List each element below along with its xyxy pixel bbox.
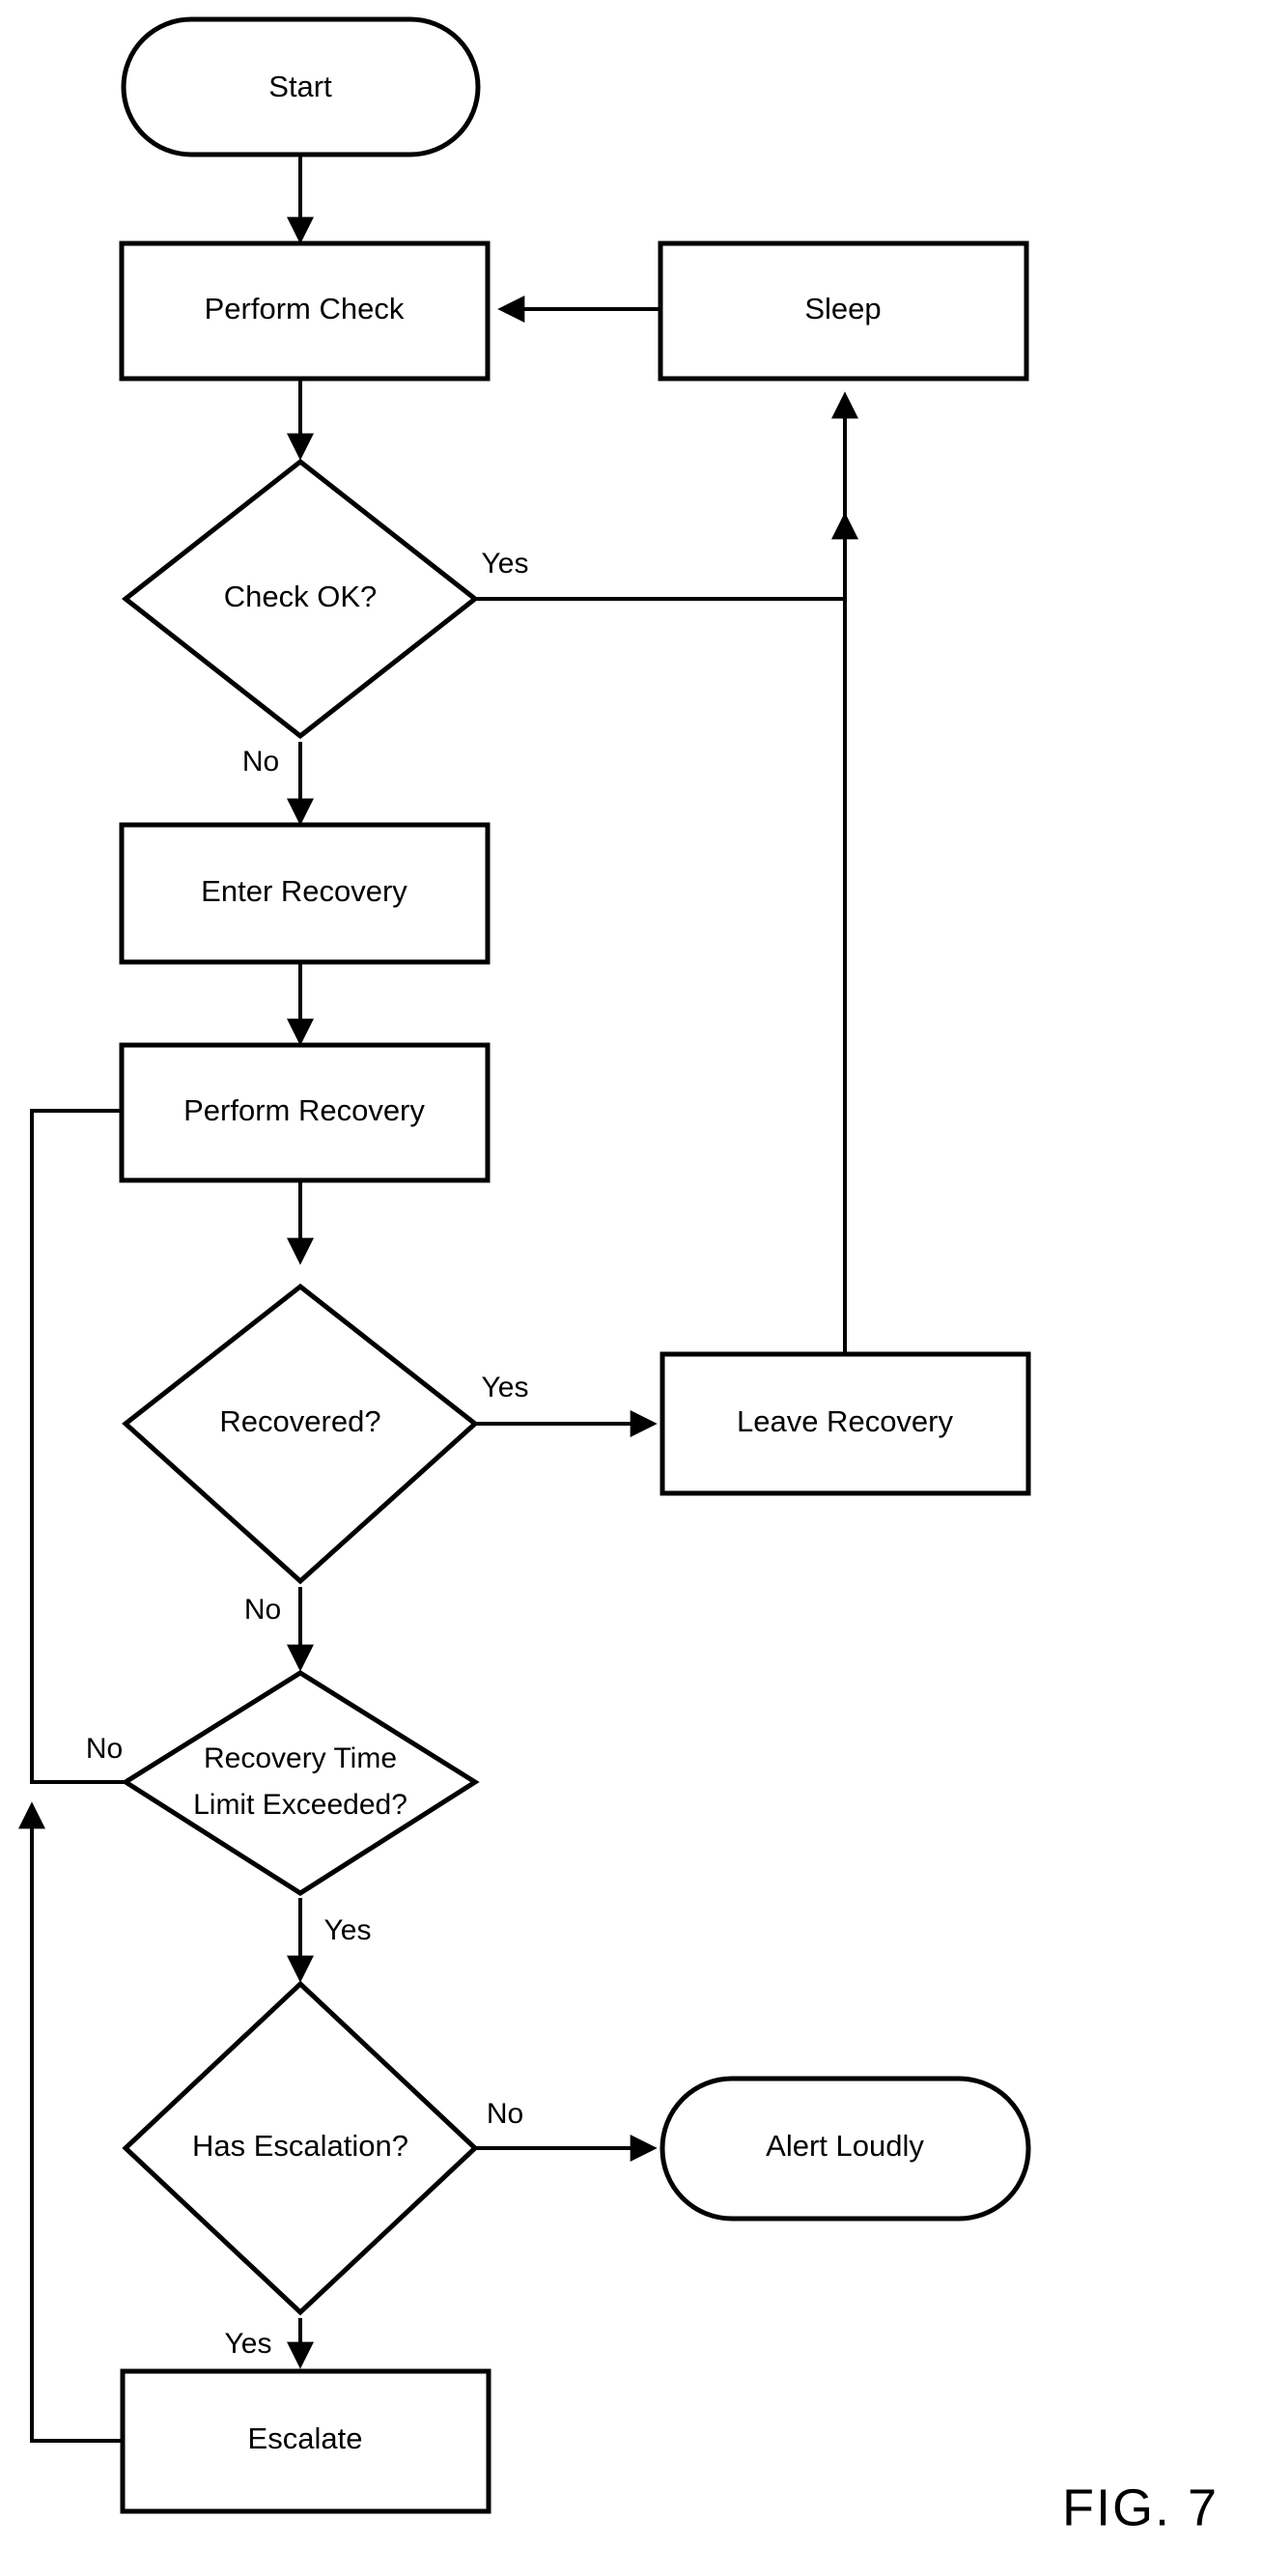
node-start[interactable]: Start <box>121 16 481 157</box>
sleep-shape <box>658 241 1029 382</box>
edge-label-check-ok-yes: Yes <box>482 548 529 580</box>
time-limit-shape <box>121 1670 480 1896</box>
perform-recovery-shape <box>119 1042 491 1183</box>
leave-recovery-shape <box>660 1351 1031 1496</box>
check-ok-shape <box>121 458 480 740</box>
enter-recovery-shape <box>119 822 491 965</box>
sleep-label: Sleep <box>804 292 881 326</box>
edge-escalate-to-perform-recovery <box>18 1801 123 2443</box>
edge-label-has-escalation-yes: Yes <box>225 2328 272 2360</box>
escalate-label: Escalate <box>248 2421 363 2455</box>
node-alert-loudly[interactable]: Alert Loudly <box>660 2076 1031 2222</box>
recovered-label: Recovered? <box>219 1404 380 1438</box>
time-limit-label-line1: Recovery Time <box>204 1742 397 1774</box>
node-sleep[interactable]: Sleep <box>658 241 1029 382</box>
time-limit-label-line2: Limit Exceeded? <box>193 1789 407 1821</box>
node-leave-recovery[interactable]: Leave Recovery <box>660 1351 1031 1496</box>
escalate-shape <box>120 2368 491 2514</box>
node-check-ok[interactable]: Check OK? <box>121 458 480 740</box>
perform-check-label: Perform Check <box>205 292 405 326</box>
node-time-limit[interactable]: Recovery Time Limit Exceeded? <box>121 1670 480 1896</box>
node-enter-recovery[interactable]: Enter Recovery <box>119 822 491 965</box>
perform-check-shape <box>119 241 491 382</box>
check-ok-label: Check OK? <box>224 580 378 613</box>
figure-caption: FIG. 7 <box>1062 2478 1219 2536</box>
edge-label-time-limit-no: No <box>86 1733 123 1765</box>
edge-label-time-limit-yes: Yes <box>324 1914 372 1946</box>
recovered-shape <box>122 1283 479 1585</box>
edge-label-check-ok-no: No <box>242 746 279 778</box>
has-escalation-label: Has Escalation? <box>192 2129 408 2163</box>
alert-loudly-label: Alert Loudly <box>766 2129 924 2163</box>
node-recovered[interactable]: Recovered? <box>122 1283 479 1585</box>
start-label: Start <box>268 70 332 103</box>
edge-label-recovered-no: No <box>244 1594 281 1626</box>
enter-recovery-label: Enter Recovery <box>201 874 407 908</box>
node-perform-recovery[interactable]: Perform Recovery <box>119 1042 491 1183</box>
node-escalate[interactable]: Escalate <box>120 2368 491 2514</box>
alert-loudly-shape <box>660 2076 1031 2222</box>
perform-recovery-label: Perform Recovery <box>183 1093 425 1127</box>
node-has-escalation[interactable]: Has Escalation? <box>122 1980 479 2316</box>
edge-label-recovered-yes: Yes <box>482 1372 529 1403</box>
has-escalation-shape <box>122 1980 479 2316</box>
leave-recovery-label: Leave Recovery <box>737 1404 954 1438</box>
node-perform-check[interactable]: Perform Check <box>119 241 491 382</box>
start-shape <box>121 16 481 157</box>
edge-check-ok-yes-to-sleep <box>473 391 858 601</box>
edge-label-has-escalation-no: No <box>487 2098 523 2130</box>
